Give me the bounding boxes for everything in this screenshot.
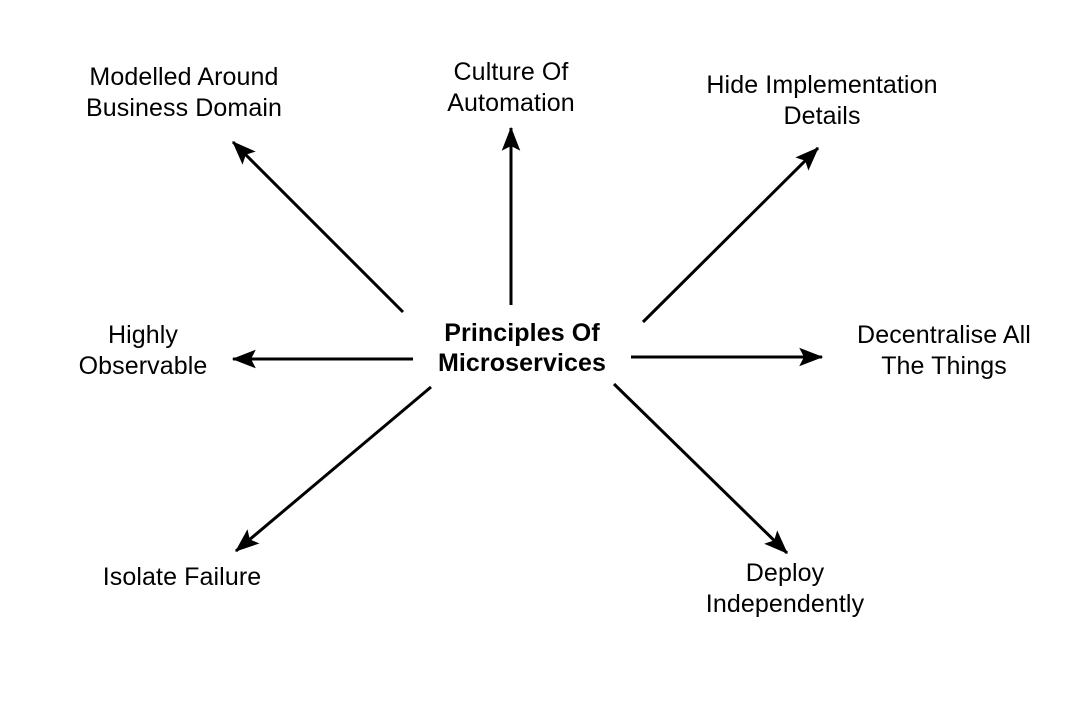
arrow-to-modelled-around-business-domain <box>231 140 405 314</box>
node-label-deploy-independently: Deploy Independently <box>705 559 865 618</box>
node-label-modelled-around-business-domain: Modelled Around Business Domain <box>85 63 283 122</box>
node-label-hide-implementation-details: Hide Implementation Details <box>706 71 938 130</box>
node-label-highly-observable: Highly Observable <box>78 321 208 380</box>
center-node-label: Principles Of Microservices <box>437 319 607 377</box>
arrow-to-deploy-independently <box>612 382 789 555</box>
arrow-to-isolate-failure <box>235 385 432 553</box>
node-label-isolate-failure: Isolate Failure <box>102 563 262 591</box>
node-label-decentralise-all-the-things: Decentralise All The Things <box>857 321 1031 380</box>
arrow-to-hide-implementation-details <box>641 146 820 324</box>
node-label-culture-of-automation: Culture Of Automation <box>447 58 575 117</box>
